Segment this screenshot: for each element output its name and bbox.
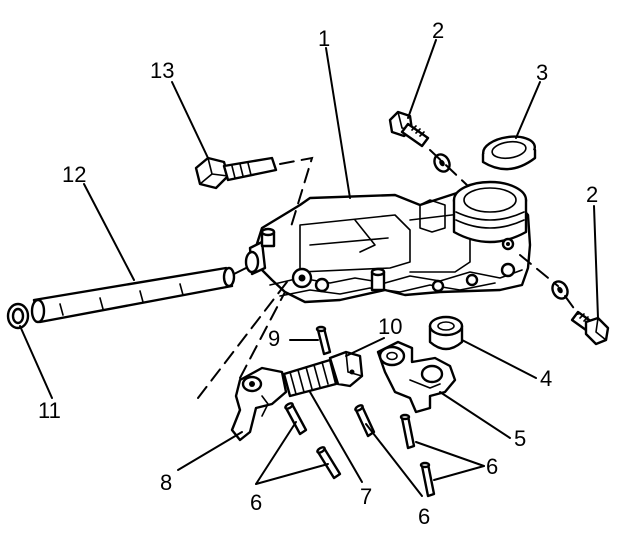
callout-6-center: 6 [418, 504, 430, 529]
shift-fork-assembly [230, 350, 364, 442]
callout-10: 10 [378, 314, 402, 339]
cover-bolt-upper [388, 110, 430, 148]
callout-1: 1 [318, 26, 330, 51]
callout-5: 5 [514, 426, 526, 451]
detent-plug [428, 315, 464, 351]
callout-7: 7 [360, 484, 372, 509]
callout-4: 4 [540, 366, 552, 391]
roll-pin-6-a [284, 402, 308, 436]
callout-6-right: 6 [486, 454, 498, 479]
callout-13: 13 [150, 58, 174, 83]
shift-rail-seal [6, 302, 30, 330]
roll-pin-6-e [419, 461, 436, 498]
roll-pin-6-b [316, 446, 342, 480]
roll-pin-9 [315, 325, 332, 356]
roll-pin-6-d [399, 413, 416, 450]
callout-11: 11 [38, 398, 61, 423]
callout-9: 9 [268, 326, 280, 351]
callout-2-upper: 2 [432, 18, 444, 43]
callout-6-left: 6 [250, 490, 262, 515]
leader-lines [19, 39, 599, 497]
shift-lug [376, 340, 457, 414]
filler-neck-seal [481, 135, 537, 171]
callout-12: 12 [62, 162, 86, 187]
shift-rail [30, 266, 236, 324]
cover-bolt-lower [570, 310, 610, 346]
detent-bolt [194, 156, 278, 190]
callout-2-lower: 2 [586, 182, 598, 207]
shift-cover-housing [244, 180, 532, 304]
callout-8: 8 [160, 470, 172, 495]
callout-3: 3 [536, 60, 548, 85]
